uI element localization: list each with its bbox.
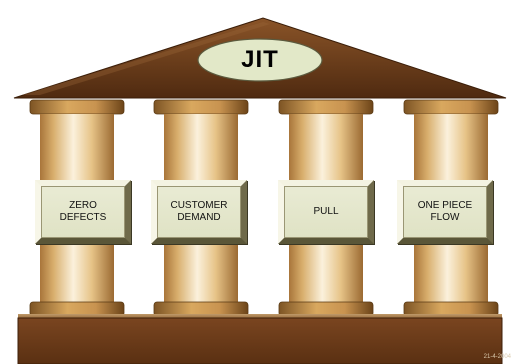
pillar-2-label-line-1: CUSTOMER — [170, 200, 228, 211]
title-text: JIT — [241, 46, 279, 73]
pillar-1-plinth — [29, 301, 125, 317]
pillar-3-capital — [278, 99, 374, 115]
pillar-4-label-line-1: ONE PIECE — [417, 200, 473, 211]
pillar-2-label-line-2: DEMAND — [177, 212, 221, 223]
pillar-3-plaque: PULL — [278, 180, 374, 244]
pillar-columns — [29, 99, 499, 317]
pillar-3-label-line-1: PULL — [313, 206, 339, 217]
pillar-1-plaque: ZERO DEFECTS — [35, 180, 131, 244]
pillar-2-capital — [153, 99, 249, 115]
title-oval — [197, 38, 323, 82]
pillar-1-capital — [29, 99, 125, 115]
pillar-4-label-line-2: FLOW — [430, 212, 460, 223]
pillar-2-plinth — [153, 301, 249, 317]
roof-highlight — [22, 22, 270, 95]
pillar-3-plinth — [278, 301, 374, 317]
pillar-1-label-line-2: DEFECTS — [59, 212, 107, 223]
pillar-4-plaque: ONE PIECE FLOW — [397, 180, 493, 244]
date-stamp: 21-4-2004 — [483, 354, 511, 360]
pillar-1-label-line-1: ZERO — [69, 200, 97, 211]
pillar-4-plinth — [403, 301, 499, 317]
pillar-2-plaque: CUSTOMER DEMAND — [151, 180, 247, 244]
base-top-edge — [18, 314, 502, 320]
base-foundation — [17, 317, 503, 364]
pillar-4-capital — [403, 99, 499, 115]
